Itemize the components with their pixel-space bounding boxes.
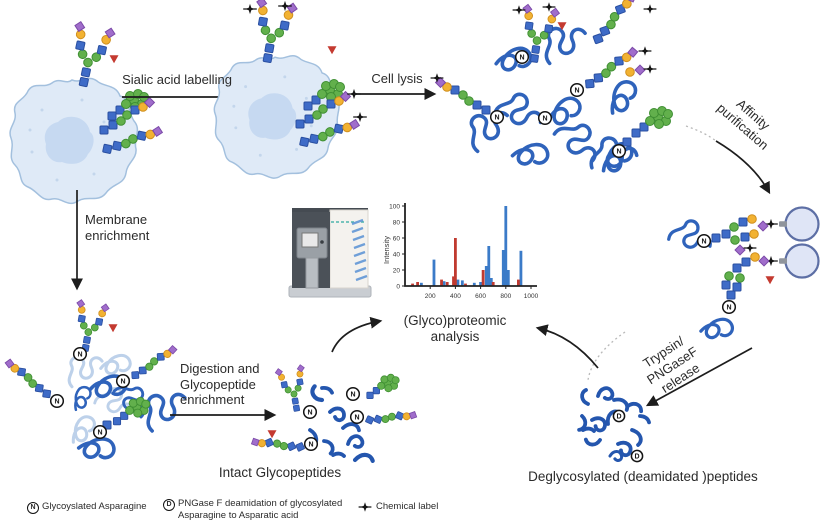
spectrum-peak <box>519 250 523 286</box>
arrow-affinity-dotted <box>685 125 717 142</box>
membrane-enriched-cluster <box>0 298 194 468</box>
affinity-beads-cluster <box>665 206 820 344</box>
x-tick-label: 800 <box>500 293 511 300</box>
spectrum-peak <box>454 238 457 286</box>
spectrum-peak <box>489 278 493 286</box>
y-tick-label: 40 <box>393 251 401 258</box>
mass-spectrometer <box>288 208 372 298</box>
x-tick-label: 200 <box>425 293 436 300</box>
spectrum-peak <box>479 282 482 286</box>
caption-deglycosylated-peptides: Deglycosylated (deamidated )peptides <box>528 469 758 484</box>
spectrum-peak <box>484 266 488 286</box>
spectrum-peak <box>442 281 446 286</box>
legend-n-symbol: N <box>27 501 39 514</box>
label-glycoproteomic-analysis: (Glyco)proteomic analysis <box>403 313 507 344</box>
spectrum-peak <box>452 276 455 286</box>
x-tick-label: 400 <box>450 293 461 300</box>
label-membrane-enrichment: Membrane enrichment <box>85 212 150 243</box>
spectrum-peak <box>501 250 505 286</box>
intact-glycopeptides-cluster <box>249 363 419 469</box>
spectrum-peak <box>411 283 414 286</box>
caption-intact-glycopeptides: Intact Glycopeptides <box>218 465 342 480</box>
arrow-beads-to-peptides-dotted <box>587 331 626 381</box>
mass-spectrum-chart: Intensity 0 20 40 60 80 100 200 400 600 800 1000 <box>382 203 539 300</box>
arrow-trypsin-release <box>645 347 753 407</box>
legend-item-n: N Glycoyslated Asparagine <box>27 501 147 514</box>
y-tick-label: 20 <box>393 267 401 274</box>
arrow-intact-to-analysis <box>331 316 383 353</box>
cell-sialic-labelled <box>213 0 367 179</box>
spectrum-peak <box>419 282 423 286</box>
bead-1 <box>784 206 820 242</box>
spectrum-peak <box>481 270 485 286</box>
y-tick-label: 100 <box>389 203 400 210</box>
spectrum-peak <box>432 259 436 286</box>
label-digestion-enrichment: Digestion and Glycopeptide enrichment <box>180 361 260 407</box>
x-tick-label: 1000 <box>524 293 539 300</box>
arrow-deglyco-to-analysis <box>535 324 599 369</box>
y-tick-label: 0 <box>396 283 400 290</box>
legend-item-d: D PNGase F deamidation of glycosylated A… <box>163 498 342 521</box>
y-tick-label: 60 <box>393 235 401 242</box>
bead-2 <box>784 243 820 279</box>
spectrum-peak <box>504 206 508 286</box>
spectrum-peak <box>416 282 419 286</box>
spectrum-peak <box>445 282 449 286</box>
label-sialic-acid-labelling: Sialic acid labelling <box>122 72 232 87</box>
spectrum-peak <box>440 279 443 286</box>
spectrum-peak <box>472 282 476 286</box>
label-cell-lysis: Cell lysis <box>371 71 423 86</box>
spectrum-plot-area: 0 20 40 60 80 100 200 400 600 800 1000 <box>389 203 539 300</box>
legend-star-text: Chemical label <box>376 501 439 512</box>
spectrum-peak <box>517 279 520 286</box>
arrow-affinity-purification <box>715 140 771 195</box>
legend-d-text: PNGase F deamidation of glycosylated Asp… <box>178 498 343 521</box>
spectrum-peak <box>491 282 495 286</box>
spectrum-peak <box>460 280 464 286</box>
spectrum-ylabel: Intensity <box>382 236 391 264</box>
chemical-label-star-icon <box>358 502 372 512</box>
cell-unlabelled <box>9 20 164 205</box>
spectrum-peak <box>456 279 460 286</box>
x-tick-label: 600 <box>475 293 486 300</box>
legend-n-text: Glycoyslated Asparagine <box>42 501 147 512</box>
spectrum-peak <box>464 283 467 286</box>
legend-d-symbol: D <box>163 498 175 511</box>
y-tick-label: 80 <box>393 219 401 226</box>
spectrum-peak <box>506 270 510 286</box>
cell-lysate-cluster <box>430 0 673 177</box>
legend-item-chemical-label: Chemical label <box>357 501 438 513</box>
spectrum-peak <box>487 246 491 286</box>
